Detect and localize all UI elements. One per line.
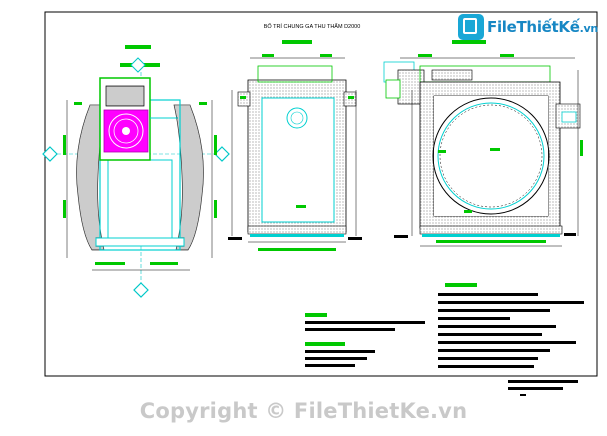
section-marker-left bbox=[42, 146, 58, 162]
section-marker-bottom bbox=[133, 282, 149, 298]
brand-tld: .vn bbox=[579, 22, 599, 35]
title-block bbox=[508, 380, 578, 396]
drawing-title: BỐ TRÍ CHUNG GA THU THẤM D2000 bbox=[264, 23, 361, 30]
plan-view bbox=[42, 45, 230, 298]
notes-block-left bbox=[305, 313, 425, 367]
section-marker-right bbox=[214, 146, 230, 162]
section-view-a bbox=[228, 40, 362, 251]
seepage-well-circle bbox=[432, 97, 550, 215]
file-icon bbox=[458, 14, 484, 40]
brand-name: FileThiếtKế bbox=[487, 18, 580, 36]
section-view-b bbox=[383, 40, 583, 247]
section-marker-top bbox=[130, 57, 146, 73]
notes-block-right bbox=[438, 283, 584, 368]
inlet-pipe bbox=[286, 107, 308, 129]
drawing-frame bbox=[44, 11, 598, 377]
brand-logo[interactable]: FileThiếtKế.vn bbox=[458, 12, 598, 42]
copyright-watermark: Copyright © FileThietKe.vn bbox=[139, 399, 468, 423]
